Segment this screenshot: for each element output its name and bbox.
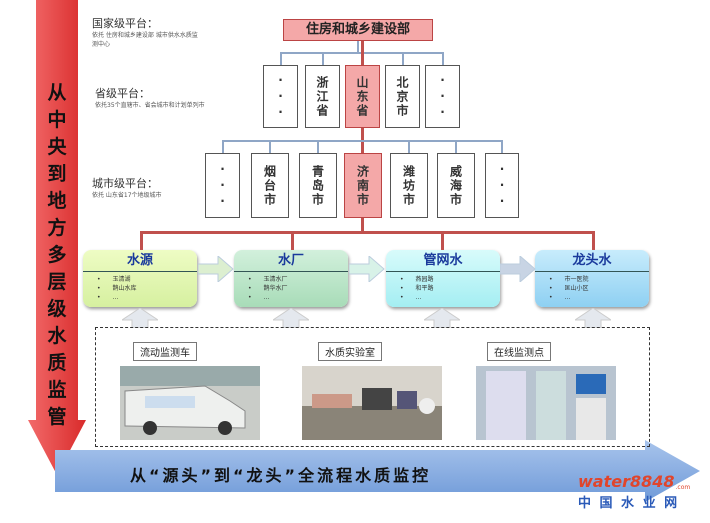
up-arrow-icon: [424, 308, 460, 328]
online-station-photo: [476, 366, 616, 440]
province-box: ···: [263, 65, 298, 128]
flow-item: …: [400, 293, 500, 302]
up-arrow-icon: [575, 308, 611, 328]
left-vertical-arrow: [28, 0, 86, 475]
city-box: 威海市: [437, 153, 475, 218]
flow-item: 鹊山水库: [97, 284, 197, 293]
level-desc: 依托 山东省17个地级城市: [92, 192, 162, 199]
national-level-label: 国家级平台： 依托 住房和城乡建设部 城市供水水质监测中心: [92, 15, 202, 49]
level-desc: 依托 住房和城乡建设部 城市供水水质监测中心: [92, 32, 198, 48]
level-title: 省级平台：: [95, 87, 150, 100]
city-box: 潍坊市: [390, 153, 428, 218]
left-arrow-text: 从中央到地方多层级水质监管: [47, 82, 67, 428]
ministry-box: 住房和城乡建设部: [283, 19, 433, 41]
flow-title: 管网水: [386, 250, 500, 272]
flow-title: 水厂: [234, 250, 348, 272]
city-box: ···: [205, 153, 240, 218]
flow-item: 匡山小区: [549, 284, 649, 293]
flow-box-network: 管网水 燕园路和平路…: [386, 250, 500, 307]
mobile-van-photo: [120, 366, 260, 440]
flow-item: …: [549, 293, 649, 302]
flow-box-tap: 龙头水 市一医院匡山小区…: [535, 250, 649, 307]
province-box: 北京市: [385, 65, 420, 128]
flow-arrow-icon: [198, 256, 234, 282]
flow-item: …: [97, 293, 197, 302]
flow-item: 玉清湖: [97, 275, 197, 284]
city-box: ···: [485, 153, 519, 218]
watermark: water8848 .com 中 国 水 业 网: [578, 472, 708, 512]
watermark-suffix: .com: [675, 484, 691, 491]
city-box: 烟台市: [251, 153, 289, 218]
up-arrow-icon: [122, 308, 158, 328]
flow-item: 燕园路: [400, 275, 500, 284]
city-level-label: 城市级平台： 依托 山东省17个地级城市: [92, 175, 202, 200]
city-box: 青岛市: [299, 153, 337, 218]
level-title: 城市级平台：: [92, 177, 158, 190]
level-title: 国家级平台：: [92, 17, 158, 30]
flow-arrow-icon: [500, 256, 536, 282]
bottom-arrow-text: 从“源头”到“龙头”全流程水质监控: [130, 466, 432, 485]
flow-arrow-icon: [349, 256, 385, 282]
province-box-highlight: 山东省: [345, 65, 380, 128]
city-box-highlight: 济南市: [344, 153, 382, 218]
flow-item: 市一医院: [549, 275, 649, 284]
flow-item: 鹊华水厂: [248, 284, 348, 293]
monitor-title: 在线监测点: [487, 342, 551, 361]
flow-item: 玉清水厂: [248, 275, 348, 284]
province-level-label: 省级平台： 依托35个直辖市、省会城市和计划单列市: [95, 85, 210, 110]
monitor-title: 流动监测车: [133, 342, 197, 361]
lab-photo: [302, 366, 442, 440]
watermark-logo: water8848: [578, 472, 675, 491]
up-arrow-icon: [273, 308, 309, 328]
province-box: ···: [425, 65, 460, 128]
level-desc: 依托35个直辖市、省会城市和计划单列市: [95, 102, 205, 109]
monitoring-container: [95, 327, 650, 447]
flow-item: 和平路: [400, 284, 500, 293]
flow-title: 龙头水: [535, 250, 649, 272]
watermark-cn: 中 国 水 业 网: [578, 496, 680, 511]
province-box: 浙江省: [305, 65, 340, 128]
monitor-title: 水质实验室: [318, 342, 382, 361]
flow-title: 水源: [83, 250, 197, 272]
flow-box-source: 水源 玉清湖鹊山水库…: [83, 250, 197, 307]
bottom-horizontal-arrow: [55, 440, 700, 502]
flow-item: …: [248, 293, 348, 302]
flow-box-plant: 水厂 玉清水厂鹊华水厂…: [234, 250, 348, 307]
